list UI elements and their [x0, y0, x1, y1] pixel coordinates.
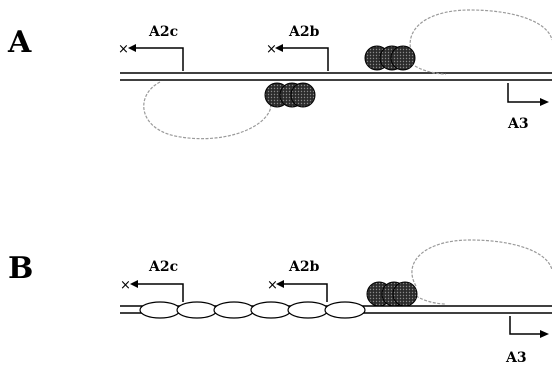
panel-b-a2b-arrowhead	[276, 280, 284, 288]
panel-b-a2c-block-mark: ×	[120, 278, 131, 293]
panel-b-dna-loop	[411, 239, 552, 287]
panel-a-a2b-arrowhead	[275, 44, 283, 52]
panel-b-letter: B	[8, 251, 33, 286]
panel-a-a3-arrow	[507, 83, 540, 103]
panel-a-a2b-label: A2b	[288, 24, 320, 40]
panel-b: B × A2c × A2b A3	[8, 239, 552, 366]
panel-a-upper-dna-loop	[409, 9, 552, 61]
panel-a-a2c-label: A2c	[148, 24, 178, 40]
panel-a-lower-dna-loop	[143, 81, 272, 140]
panel-b-a3-label: A3	[505, 350, 527, 366]
panel-a: A × A2c × A2b A3	[7, 9, 552, 140]
panel-b-a2b-arrow	[284, 283, 328, 302]
panel-b-nucleosome-6	[324, 301, 366, 319]
panel-b-a3-arrowhead	[540, 330, 549, 338]
panel-b-a2c-arrow	[138, 283, 184, 302]
panel-a-a2c-arrow	[136, 47, 184, 71]
panel-b-a2b-block-mark: ×	[267, 278, 278, 293]
panel-b-nucleosome-2	[176, 301, 218, 319]
panel-a-upper-loop-end	[414, 65, 447, 75]
panel-b-a2b-label: A2b	[288, 259, 320, 275]
panel-a-a3-label: A3	[507, 116, 529, 132]
panel-b-loop-end	[415, 295, 447, 305]
panel-b-nucleosome-1	[139, 301, 181, 319]
panel-b-nucleosome-4	[250, 301, 292, 319]
panel-b-a2c-arrowhead	[130, 280, 138, 288]
panel-a-a2c-arrowhead	[128, 44, 136, 52]
panel-a-lower-protein-3	[290, 82, 316, 108]
panel-a-a2b-arrow	[283, 47, 329, 71]
panel-a-a3-arrowhead	[540, 98, 549, 106]
panel-b-a2c-label: A2c	[148, 259, 178, 275]
panel-b-a3-arrow	[509, 316, 540, 335]
panel-a-a2c-block-mark: ×	[118, 42, 129, 57]
panel-a-upper-protein-3	[390, 45, 416, 71]
panel-a-letter: A	[7, 25, 32, 60]
panel-b-nucleosome-5	[287, 301, 329, 319]
panel-b-protein-3	[392, 281, 418, 307]
panel-a-a2b-block-mark: ×	[266, 42, 277, 57]
panel-b-nucleosome-3	[213, 301, 255, 319]
